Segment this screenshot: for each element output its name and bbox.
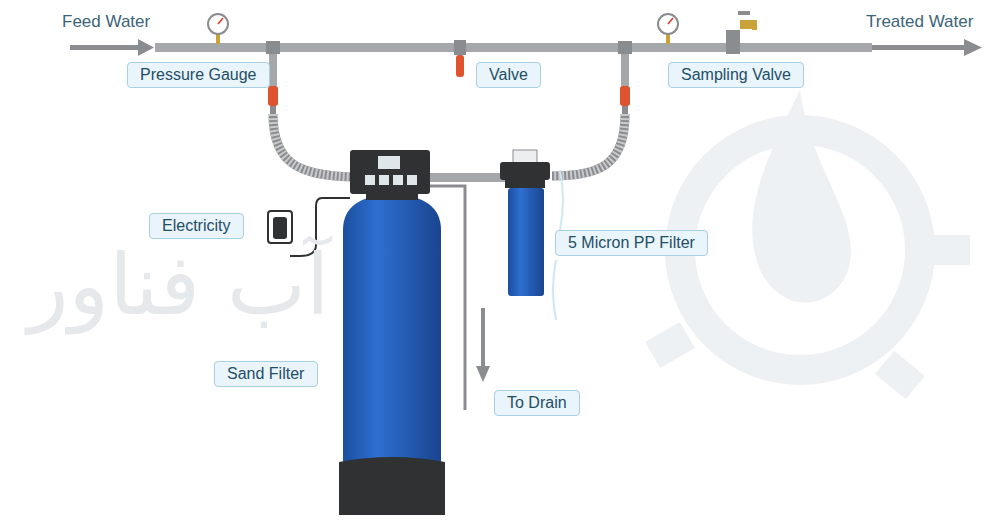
callout-box: 5 Micron PP Filter (555, 230, 708, 256)
tees-valves (266, 40, 632, 114)
callout-text: To Drain (507, 393, 567, 413)
callout-text: Electricity (162, 216, 231, 236)
flow-label: Feed Water (62, 12, 150, 32)
callout-box: Pressure Gauge (127, 62, 270, 88)
pp-filter (500, 150, 550, 296)
callout-text: Valve (489, 65, 528, 85)
callout-box: To Drain (494, 390, 580, 416)
watermark-text: آب فناور (28, 235, 329, 335)
main-pipe (155, 43, 872, 52)
connect-pipe (428, 173, 508, 182)
callout-box: Electricity (149, 213, 244, 239)
callout-text: 5 Micron PP Filter (568, 233, 695, 253)
callout-box: Valve (476, 62, 541, 88)
callout-text: Sand Filter (227, 364, 305, 384)
flow-arrows (70, 39, 982, 56)
callout-text: Sampling Valve (681, 65, 791, 85)
flow-label: Treated Water (866, 12, 973, 32)
drain-arrow (476, 308, 490, 382)
callout-box: Sampling Valve (668, 62, 804, 88)
sand-filter-tank (339, 194, 445, 515)
callout-box: Sand Filter (214, 361, 318, 387)
sampling-tap (726, 11, 757, 54)
callout-text: Pressure Gauge (140, 65, 257, 85)
flex-hoses (273, 114, 625, 177)
pressure-gauges (208, 14, 678, 44)
control-head (350, 150, 430, 200)
